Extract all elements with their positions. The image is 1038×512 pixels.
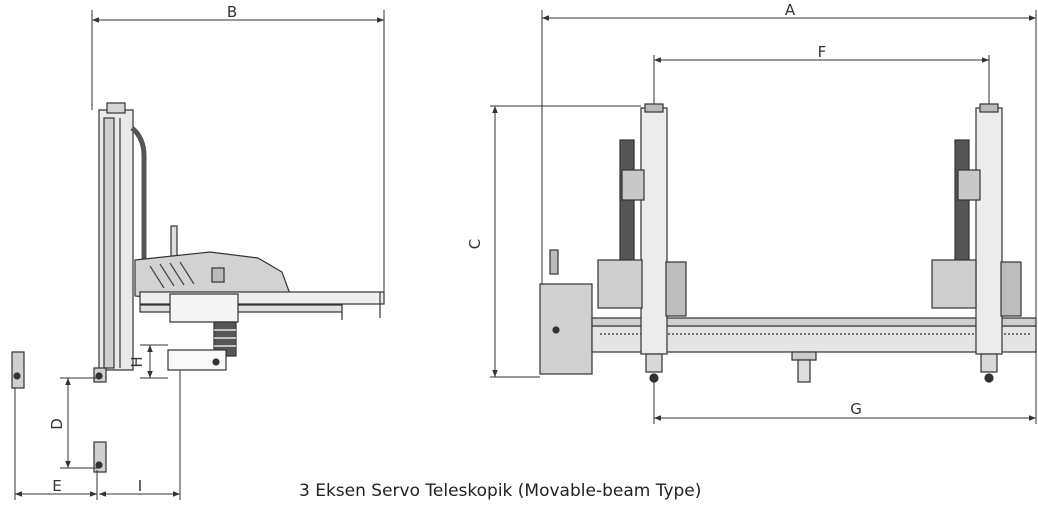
dim-label-h: H — [128, 356, 146, 367]
side-vacuum-cup — [167, 349, 227, 371]
dim-label-e: E — [52, 477, 61, 495]
front-right-bracket — [957, 169, 981, 201]
front-view — [539, 103, 1037, 383]
side-gripper-far — [11, 351, 25, 389]
dim-label-i: I — [138, 477, 142, 495]
diagram-caption: 3 Eksen Servo Teleskopik (Movable-beam T… — [299, 481, 702, 501]
front-left-column — [640, 107, 668, 355]
side-cable-chain — [130, 126, 147, 306]
dimension-labels: B A F G C D H E I — [48, 1, 862, 495]
side-mast-top-cap — [106, 102, 126, 114]
dim-label-f: F — [818, 43, 827, 61]
dim-label-c: C — [466, 239, 484, 249]
front-beam-valve — [791, 351, 817, 361]
dim-label-b: B — [227, 3, 237, 21]
front-right-column — [975, 107, 1003, 355]
side-post — [170, 225, 178, 257]
side-gripper-block — [169, 293, 239, 323]
front-right-motor — [931, 259, 977, 309]
side-telescopic-arm — [139, 304, 343, 313]
front-right-foot — [980, 353, 998, 373]
front-left-bracket — [621, 169, 645, 201]
dim-label-d: D — [48, 418, 66, 430]
side-view — [11, 102, 385, 473]
dim-label-g: G — [850, 400, 862, 418]
side-mast-inner — [103, 117, 115, 369]
front-control-cabinet — [539, 283, 593, 375]
front-left-foot — [645, 353, 663, 373]
dim-label-a: A — [785, 1, 796, 19]
front-left-motor — [597, 259, 643, 309]
